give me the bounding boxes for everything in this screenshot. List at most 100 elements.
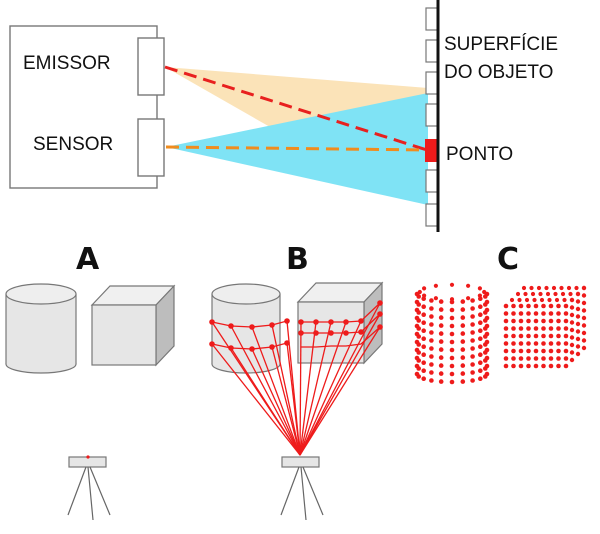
cloud-point xyxy=(541,333,546,339)
cloud-point xyxy=(460,355,466,360)
cloud-point xyxy=(569,320,575,325)
panel-a-label: A xyxy=(76,242,100,277)
cloud-point xyxy=(433,296,438,301)
cloud-point xyxy=(422,293,427,298)
cloud-point xyxy=(478,376,483,382)
cloud-point xyxy=(518,363,524,369)
cloud-point xyxy=(466,283,471,288)
cloud-point xyxy=(575,336,581,342)
cloud-point xyxy=(484,323,490,329)
cloud-point xyxy=(581,285,587,291)
cloud-point xyxy=(421,328,427,334)
cloud-point xyxy=(575,306,581,312)
cloud-point xyxy=(538,291,543,297)
cloud-point xyxy=(416,294,422,299)
cloud-point xyxy=(449,297,455,302)
cloud-point xyxy=(421,336,427,342)
cylinder-a xyxy=(5,283,77,374)
cloud-point xyxy=(416,350,422,355)
panel-a: A xyxy=(5,242,176,521)
triangulation-diagram: EMISSOR SENSOR SUPERFÍCIE DO OBJETO PONT… xyxy=(9,0,558,232)
cloud-point xyxy=(529,285,534,291)
cloud-point xyxy=(484,299,490,305)
cloud-point xyxy=(575,351,581,357)
cloud-point xyxy=(533,318,539,324)
cloud-point xyxy=(569,350,575,355)
cloud-point xyxy=(526,311,531,316)
cloud-point xyxy=(429,322,434,327)
cloud-point xyxy=(547,297,552,303)
cloud-point xyxy=(581,315,587,321)
cloud-point xyxy=(551,285,557,291)
cloud-point xyxy=(563,311,569,316)
cloud-point xyxy=(484,315,490,321)
cloud-point xyxy=(581,345,587,351)
cloud-point xyxy=(563,363,569,369)
cloud-point xyxy=(556,356,561,361)
cloud-point xyxy=(421,360,427,366)
cloud-point xyxy=(482,289,487,295)
cloud-point xyxy=(581,338,587,343)
cloud-point xyxy=(518,333,524,339)
cloud-point xyxy=(518,318,524,324)
point-label: PONTO xyxy=(446,144,513,165)
point-cloud-cylinder xyxy=(414,282,490,385)
cloud-point xyxy=(478,344,483,350)
cloud-point xyxy=(530,291,536,297)
cloud-point xyxy=(563,341,569,346)
panel-c: C xyxy=(414,242,587,385)
cloud-point xyxy=(470,306,475,311)
cloud-point xyxy=(563,326,569,331)
cloud-point xyxy=(477,293,482,298)
cloud-point xyxy=(541,326,546,331)
cloud-point xyxy=(438,371,444,376)
cloud-point xyxy=(484,371,490,377)
cloud-point xyxy=(526,341,531,346)
cloud-point xyxy=(556,326,561,331)
cloud-point xyxy=(569,335,575,340)
cloud-point xyxy=(523,291,528,297)
cloud-point xyxy=(518,326,524,331)
cloud-point xyxy=(438,323,444,328)
cloud-point xyxy=(548,326,554,331)
cloud-point xyxy=(533,363,539,369)
cloud-point xyxy=(581,300,587,306)
cloud-point xyxy=(416,366,422,371)
cloud-point xyxy=(556,303,561,309)
cloud-point xyxy=(526,303,531,309)
cloud-point xyxy=(449,371,455,377)
cloud-point xyxy=(533,348,539,354)
cloud-point xyxy=(518,311,524,316)
cloud-point xyxy=(548,363,554,369)
cloud-point xyxy=(416,342,422,347)
cloud-point xyxy=(569,312,575,318)
cloud-point xyxy=(416,302,422,307)
cloud-point xyxy=(503,326,509,331)
cloud-point xyxy=(569,327,575,333)
cloud-point xyxy=(449,315,455,321)
cloud-point xyxy=(460,307,466,312)
cloud-point xyxy=(421,376,427,382)
cloud-point xyxy=(460,379,466,384)
cloud-point xyxy=(526,348,531,354)
cloud-point xyxy=(526,356,531,361)
cloud-point xyxy=(478,312,483,318)
cloud-point xyxy=(421,320,427,326)
cloud-point xyxy=(478,360,483,366)
cloud-point xyxy=(548,318,554,324)
cloud-point xyxy=(438,339,444,344)
cloud-point xyxy=(575,314,581,319)
cloud-point xyxy=(553,291,558,297)
cloud-point xyxy=(566,285,572,291)
cloud-point xyxy=(541,363,546,369)
cloud-point xyxy=(438,363,444,368)
scanner-b xyxy=(280,456,324,521)
cloud-point xyxy=(470,362,475,367)
cloud-point xyxy=(533,341,539,346)
cloud-point xyxy=(416,326,422,331)
cloud-point xyxy=(484,339,490,345)
cloud-point xyxy=(548,333,554,339)
cloud-point xyxy=(581,323,587,328)
cloud-point xyxy=(548,311,554,316)
cloud-point xyxy=(484,363,490,369)
